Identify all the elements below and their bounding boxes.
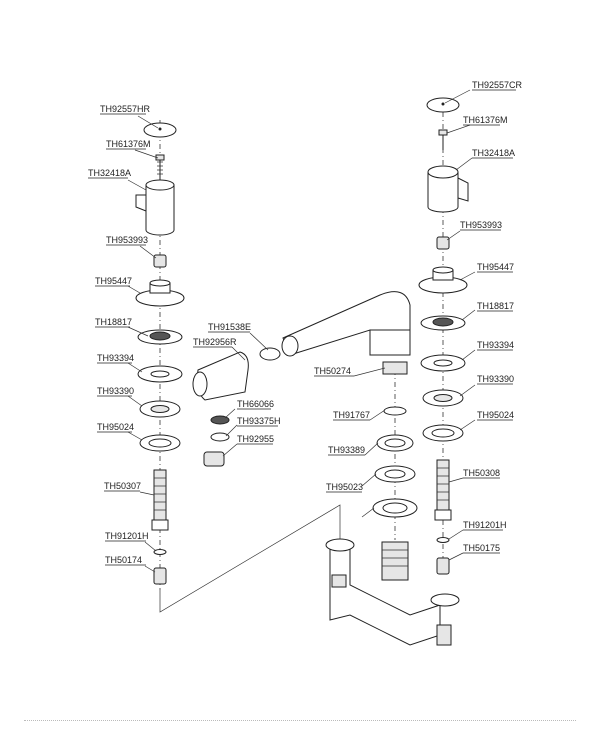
label-th92955: TH92955 [237,434,274,444]
left-handle-assembly [135,122,185,585]
label-th50174: TH50174 [105,555,142,565]
cartridge-left-part [151,469,169,531]
label-th91538e: TH91538E [208,322,251,332]
handle-left-part [135,179,175,236]
label-th91201h-right: TH91201H [463,520,507,530]
label-th91201h-left: TH91201H [105,531,149,541]
label-th95024-left: TH95024 [97,422,134,432]
flange-right-part [418,266,468,294]
label-th50307: TH50307 [104,481,141,491]
insert-left-part [153,254,167,268]
spout-assembly [192,291,411,467]
label-th32418a-right: TH32418A [472,148,515,158]
label-th953993-left: TH953993 [106,235,148,245]
insert-right-part [436,236,450,250]
label-th93394-left: TH93394 [97,353,134,363]
seat-left-part [153,567,167,585]
label-th92557hr: TH92557HR [100,104,151,114]
valve-body [325,538,460,646]
washer-93390-left-part [139,400,181,418]
label-th92956r: TH92956R [193,337,237,347]
label-th32418a-left: TH32418A [88,168,131,178]
center-axes [159,100,444,613]
label-th95447-left: TH95447 [95,276,132,286]
washer-93394-right-part [420,354,466,372]
label-th50175: TH50175 [463,543,500,553]
index-cap-cold-part [426,97,460,113]
washer-93390-right-part [422,389,464,407]
right-handle-assembly [418,97,469,575]
screw-right-part [438,129,448,150]
label-th93390-right: TH93390 [477,374,514,384]
label-th93389: TH93389 [328,445,365,455]
footer-divider [24,720,576,721]
label-th66066: TH66066 [237,399,274,409]
label-th91767: TH91767 [333,410,370,420]
seat-right-part [436,557,450,575]
label-th50308: TH50308 [463,468,500,478]
cartridge-right-part [434,459,452,521]
center-stack [372,406,418,518]
label-th18817-left: TH18817 [95,317,132,327]
label-th953993-right: TH953993 [460,220,502,230]
label-th18817-right: TH18817 [477,301,514,311]
label-th93375h: TH93375H [237,416,281,426]
label-th61376m-right: TH61376M [463,115,508,125]
handle-right-part [427,165,469,213]
leader-lines [127,89,476,573]
label-th61376m-left: TH61376M [106,139,151,149]
oring-right-part [436,537,450,543]
flange-left-part [135,279,185,307]
screw-left-part [155,154,165,180]
label-th95024-right: TH95024 [477,410,514,420]
ring-95024-right-part [422,424,464,442]
ring-95024-left-part [139,434,181,452]
nut-right-part [420,315,466,331]
label-th50274: TH50274 [314,366,351,376]
nut-left-part [137,329,183,345]
label-th93394-right: TH93394 [477,340,514,350]
oring-left-part [153,549,167,555]
label-th92557cr: TH92557CR [472,80,523,90]
part-labels: TH92557HR TH61376M TH32418A TH953993 TH9… [88,80,523,566]
label-th95023: TH95023 [326,482,363,492]
index-cap-hot-part [143,122,177,138]
washer-93394-left-part [137,365,183,383]
label-th95447-right: TH95447 [477,262,514,272]
label-th93390-left: TH93390 [97,386,134,396]
